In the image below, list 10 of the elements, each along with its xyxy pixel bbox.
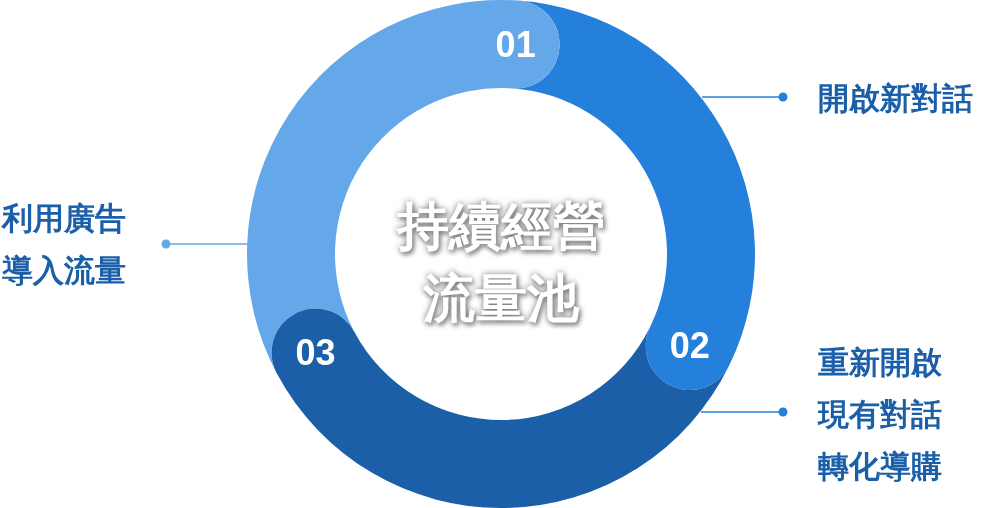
step-number: 03 — [285, 322, 346, 383]
center-title: 持續經營流量池 — [391, 190, 611, 334]
step-label: 利用廣告導入流量 — [2, 192, 152, 296]
step-label: 重新開啟現有對話轉化導購 — [818, 336, 968, 492]
step-number: 01 — [485, 14, 546, 75]
leader-line — [701, 92, 788, 102]
leader-line — [700, 407, 788, 417]
step-number: 02 — [659, 316, 720, 377]
step-label: 開啟新對話 — [818, 72, 1002, 124]
leader-line — [161, 239, 249, 249]
